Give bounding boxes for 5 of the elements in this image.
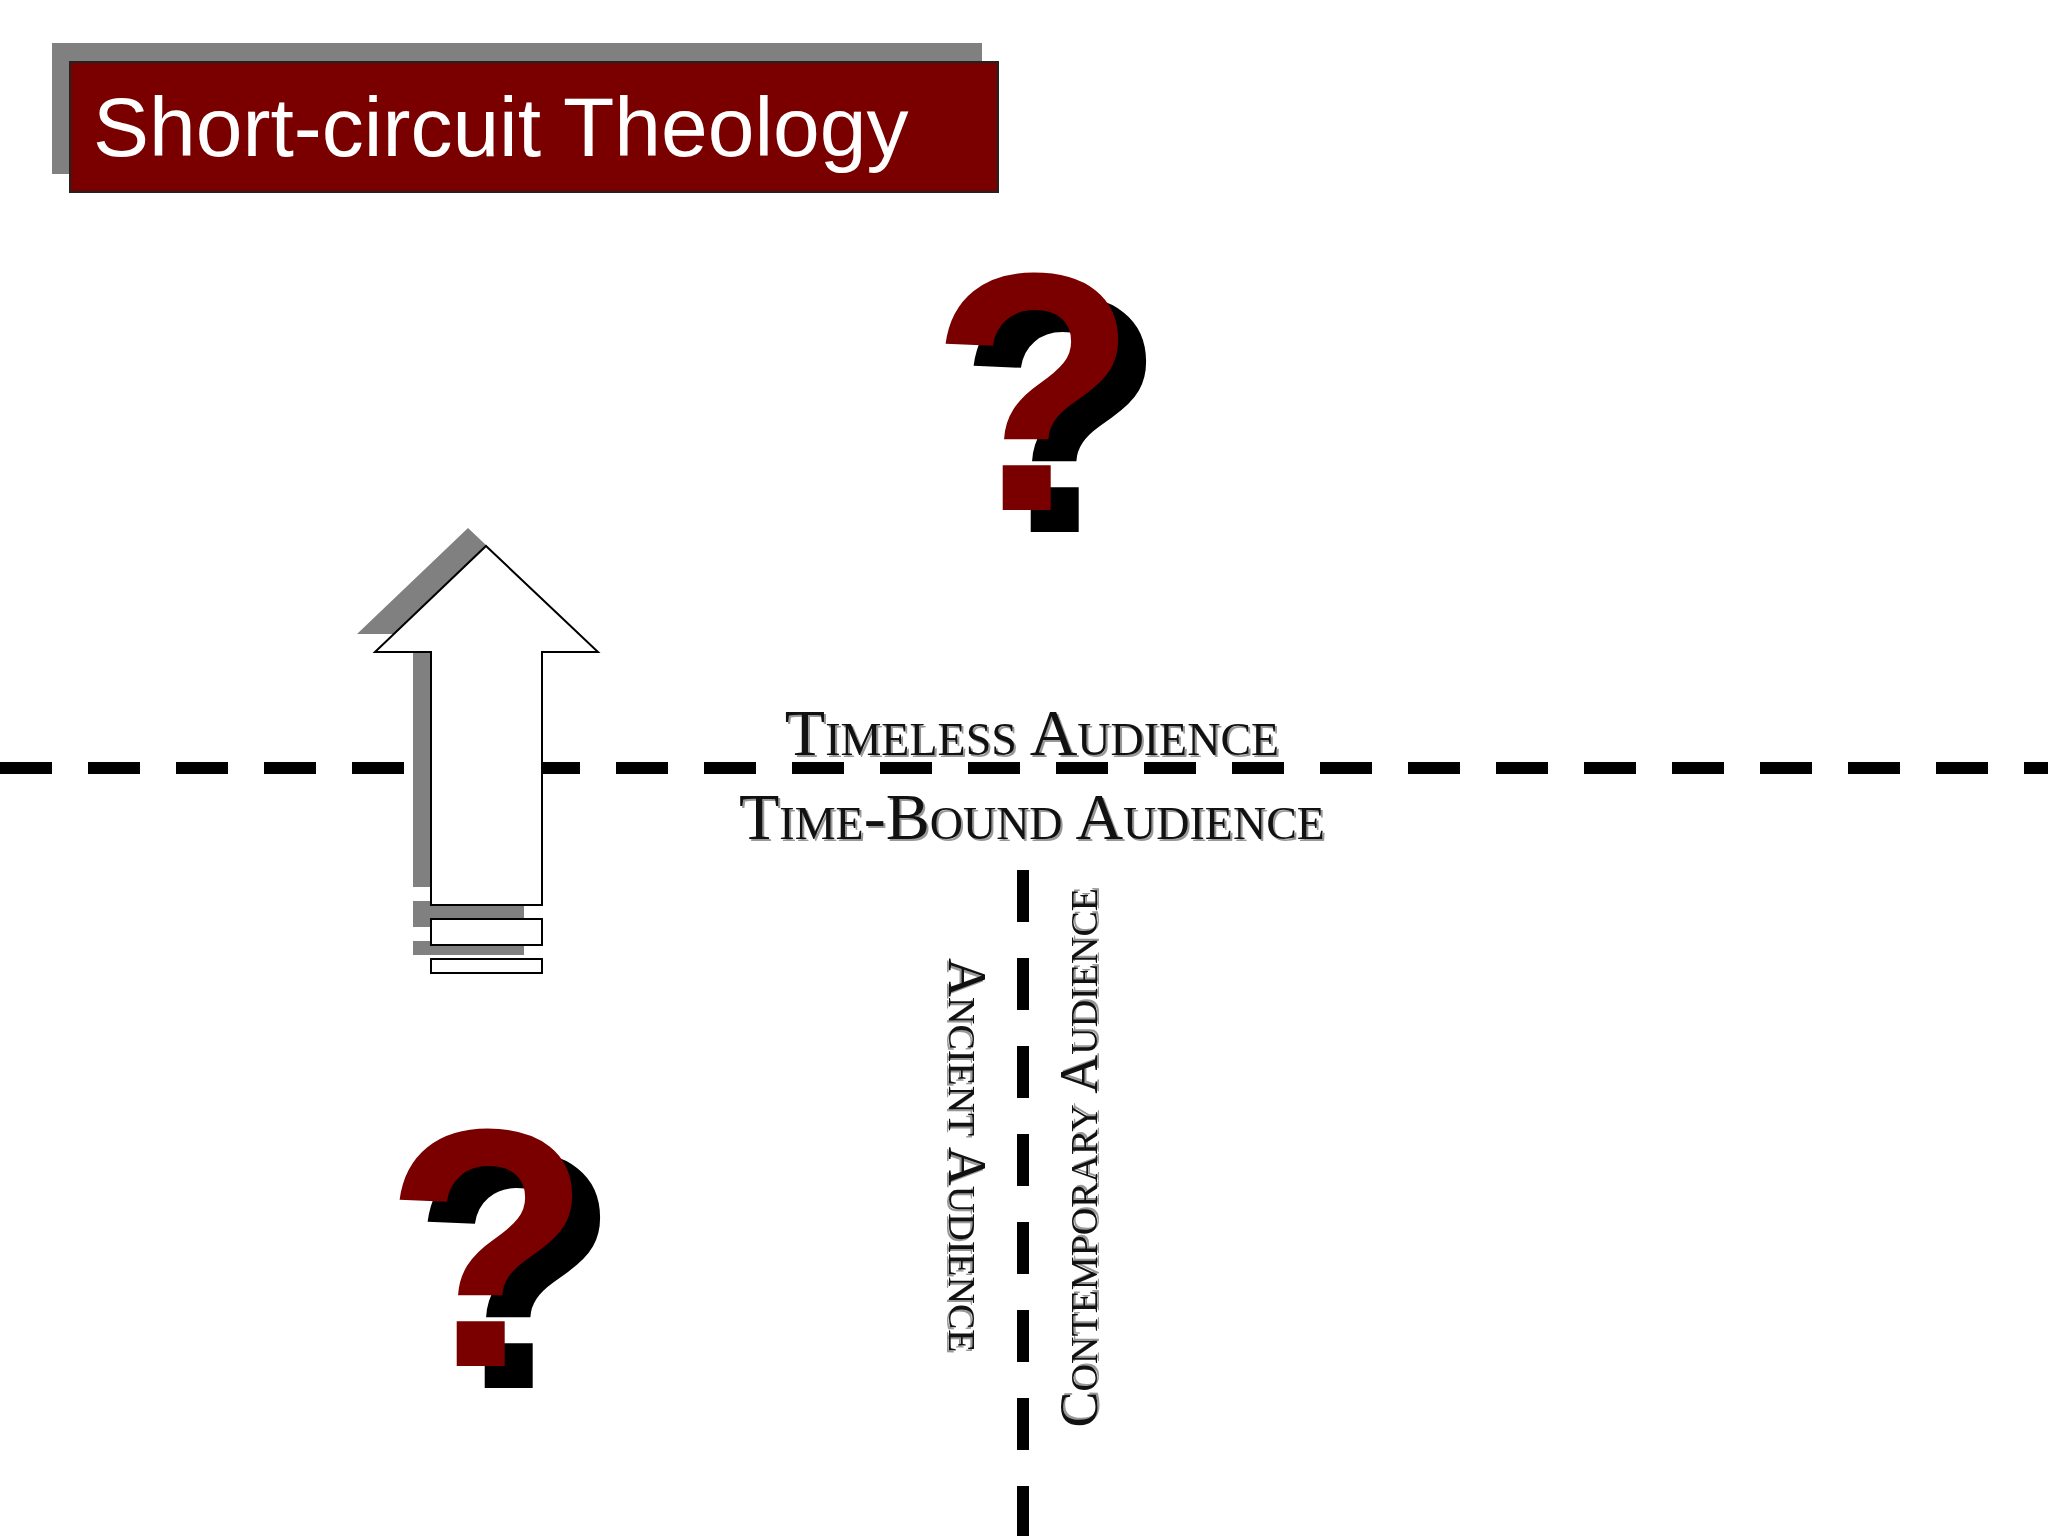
axis-label: Ancient Audience [940,958,994,1353]
axis-label: Contemporary Audience [1052,888,1106,1428]
axis-label: Time-Bound Audience [739,784,1325,850]
axis-label: Timeless Audience [784,700,1280,766]
slide-title: Short-circuit Theology [69,61,999,193]
